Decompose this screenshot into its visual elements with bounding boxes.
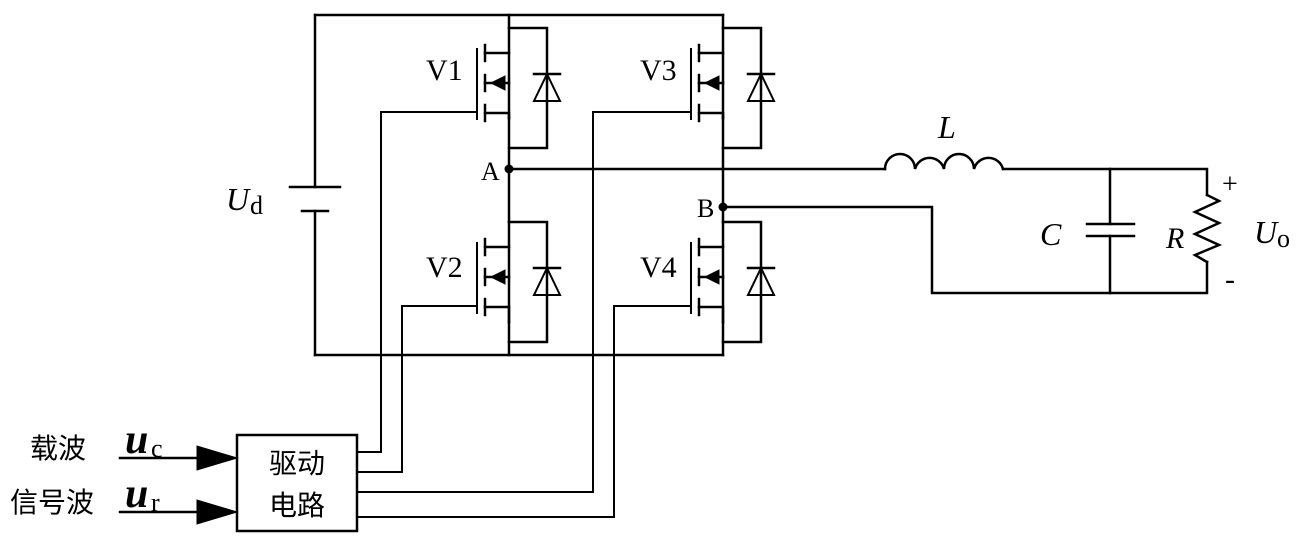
switch-v4-label: V4 — [640, 251, 677, 284]
drive-circuit-block: 驱动 电路 — [235, 433, 359, 533]
signal-input-arrow — [118, 499, 239, 525]
switch-v2-label: V2 — [426, 251, 463, 284]
output-voltage-label: U — [1254, 214, 1279, 250]
carrier-input-label: 载波 u c — [30, 417, 163, 465]
switch-v3: V3 — [640, 26, 776, 150]
inductor-label: L — [937, 109, 956, 145]
resistor: R — [1165, 193, 1223, 264]
output-minus-sign: - — [1225, 263, 1235, 296]
output-voltage-subscript: o — [1277, 224, 1290, 253]
drive-circuit-label-line1: 驱动 — [269, 447, 325, 480]
carrier-subscript: c — [151, 434, 163, 463]
switch-v1: V1 — [426, 26, 562, 150]
node-b-label: B — [697, 194, 714, 223]
dc-source-battery: U d — [226, 181, 342, 220]
resistor-label: R — [1165, 222, 1184, 255]
capacitor-label: C — [1040, 216, 1062, 252]
carrier-input-arrow — [118, 445, 239, 471]
drive-circuit-label-line2: 电路 — [269, 489, 325, 522]
capacitor: C — [1040, 216, 1136, 252]
carrier-symbol: u — [125, 417, 148, 463]
gate-drive-wires — [357, 111, 691, 518]
output-plus-sign: + — [1222, 169, 1238, 200]
signal-symbol: u — [125, 471, 148, 517]
output-wiring — [507, 167, 1209, 295]
carrier-label-text: 载波 — [30, 432, 86, 465]
switch-v3-label: V3 — [640, 54, 677, 87]
signal-input-label: 信号波 u r — [10, 471, 160, 519]
switch-v1-label: V1 — [426, 54, 463, 87]
signal-subscript: r — [151, 488, 160, 517]
source-voltage-subscript: d — [250, 191, 263, 220]
node-a-label: A — [481, 157, 500, 186]
switch-v4: V4 — [640, 220, 776, 344]
output-voltage: + - U o — [1222, 169, 1290, 296]
source-voltage-label: U — [226, 181, 251, 217]
inductor: L — [883, 109, 1005, 171]
switch-v2: V2 — [426, 220, 562, 344]
signal-label-text: 信号波 — [10, 486, 94, 519]
dc-bus — [313, 13, 725, 357]
